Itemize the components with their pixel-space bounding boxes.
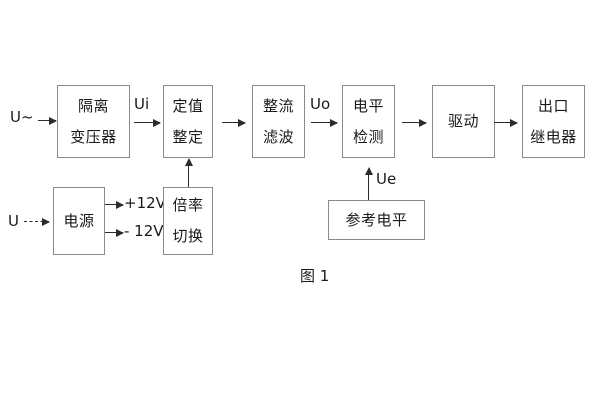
arrow-reference-level-to-level-detect (364, 167, 373, 200)
block-multiplier-switch[interactable]: 倍率 切换 (163, 187, 213, 255)
block-setting-value[interactable]: 定值 整定 (163, 85, 213, 158)
arrow-power-supply-plus-12v (105, 200, 124, 209)
block-drive-line1: 驱动 (447, 112, 479, 130)
block-level-detect-line1: 电平 (352, 96, 384, 115)
arrow-setting-value-to-rectify-filter (222, 118, 246, 127)
block-setting-value-line2: 整定 (172, 127, 204, 146)
block-output-relay-line2: 继电器 (530, 127, 577, 146)
figure-caption: 图 1 (300, 267, 330, 285)
block-reference-level[interactable]: 参考电平 (328, 200, 425, 240)
voltage-label-minus-12v: - 12V (124, 222, 164, 240)
block-output-relay-line1: 出口 (537, 96, 569, 115)
input-label-u-ac: U~ (10, 108, 34, 126)
arrow-rectify-filter-to-level-detect (311, 118, 338, 127)
block-multiplier-switch-line1: 倍率 (172, 196, 204, 214)
block-power-supply[interactable]: 电源 (53, 187, 105, 255)
block-isolation-transformer[interactable]: 隔离 变压器 (57, 85, 130, 158)
voltage-label-plus-12v: +12V (124, 194, 166, 212)
block-level-detect-line2: 检测 (352, 127, 384, 146)
signal-label-ui: Ui (134, 95, 150, 113)
block-output-relay[interactable]: 出口 继电器 (522, 85, 585, 158)
block-drive[interactable]: 驱动 (432, 85, 495, 158)
signal-label-ue: Ue (376, 170, 397, 188)
signal-label-uo: Uo (310, 95, 331, 113)
block-multiplier-switch-line2: 切换 (172, 227, 204, 245)
arrow-isolation-transformer-to-setting-value (134, 118, 161, 127)
block-rectify-filter[interactable]: 整流 滤波 (252, 85, 305, 158)
input-label-u-dc: U (8, 212, 19, 230)
arrow-power-supply-minus-12v (105, 228, 124, 237)
arrow-input-dc-to-power-supply (24, 217, 50, 226)
block-isolation-transformer-line2: 变压器 (70, 127, 117, 146)
block-level-detect[interactable]: 电平 检测 (342, 85, 395, 158)
block-power-supply-line1: 电源 (63, 211, 95, 230)
block-reference-level-line1: 参考电平 (345, 210, 408, 229)
arrow-drive-to-output-relay (494, 118, 518, 127)
arrow-input-ac-to-isolation-transformer (38, 116, 57, 125)
block-isolation-transformer-line1: 隔离 (77, 96, 109, 115)
block-rectify-filter-line1: 整流 (262, 96, 294, 115)
arrow-level-detect-to-drive (402, 118, 427, 127)
block-rectify-filter-line2: 滤波 (262, 127, 294, 146)
arrow-multiplier-switch-to-setting-value (184, 158, 193, 187)
block-setting-value-line1: 定值 (172, 96, 204, 115)
